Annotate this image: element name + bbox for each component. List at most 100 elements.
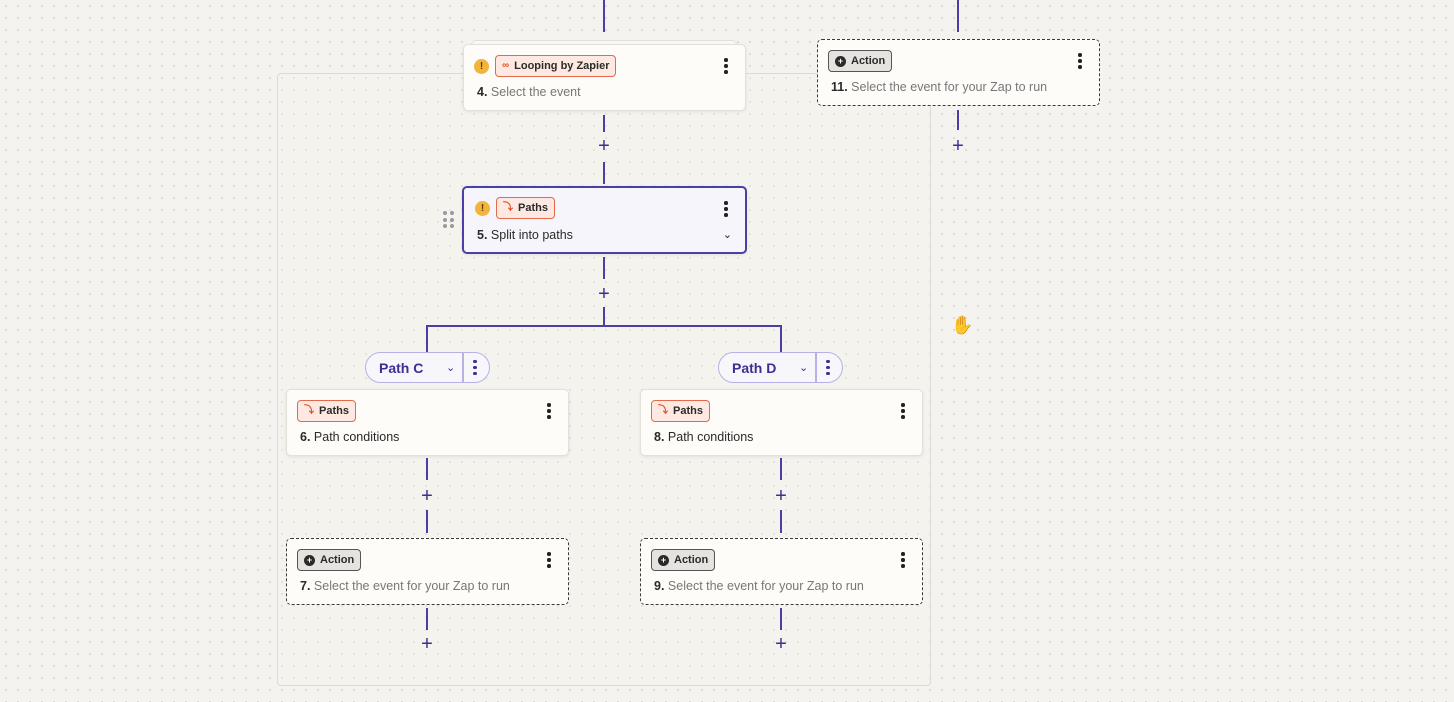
add-step-button[interactable]: + — [948, 136, 968, 156]
badge-label: Action — [320, 554, 355, 566]
warning-icon: ! — [475, 200, 490, 216]
path-label: Path C — [379, 359, 424, 376]
chevron-down-icon[interactable]: ⌄ — [722, 229, 732, 241]
divider — [815, 353, 817, 382]
add-step-button[interactable]: + — [771, 634, 791, 654]
step-text: Select the event for your Zap to run — [667, 579, 864, 593]
connector-line — [603, 307, 605, 327]
connector-line — [426, 510, 428, 533]
plus-icon: + — [775, 485, 787, 507]
paths-icon: ⤵ — [304, 405, 314, 416]
badge-label: Action — [674, 554, 709, 566]
more-options-button[interactable] — [470, 359, 480, 377]
plus-icon: + — [421, 633, 433, 655]
more-options-button[interactable] — [1073, 52, 1087, 70]
more-options-button[interactable] — [719, 200, 733, 218]
step-number: 11. — [831, 80, 848, 94]
connector-line — [426, 325, 428, 352]
more-options-button[interactable] — [896, 551, 910, 569]
step-card-9[interactable]: + Action 9. Select the event for your Za… — [640, 538, 923, 605]
step-card-8[interactable]: ⤵ Paths 8. Path conditions — [640, 389, 923, 456]
add-step-button[interactable]: + — [594, 136, 614, 156]
app-badge-looping: ∞ Looping by Zapier — [495, 55, 617, 77]
step-card-11[interactable]: + Action 11. Select the event for your Z… — [817, 39, 1100, 106]
step-title: 4. Select the event — [477, 85, 581, 99]
step-title: 9. Select the event for your Zap to run — [654, 579, 864, 593]
step-number: 9. — [654, 579, 665, 593]
app-badge-action: + Action — [651, 549, 716, 571]
more-options-button[interactable] — [896, 402, 910, 420]
connector-line — [780, 325, 782, 352]
connector-line — [426, 458, 428, 480]
more-options-button[interactable] — [719, 57, 733, 75]
step-title: 5. Split into paths — [477, 228, 573, 242]
connector-line — [603, 115, 605, 132]
badge-label: Action — [851, 55, 886, 67]
chevron-down-icon[interactable]: ⌄ — [446, 362, 456, 374]
action-icon: + — [835, 55, 846, 67]
plus-icon: + — [775, 633, 787, 655]
step-title: 8. Path conditions — [654, 430, 753, 444]
app-badge-paths: ⤵ Paths — [651, 400, 710, 422]
add-step-button[interactable]: + — [771, 486, 791, 506]
connector-line — [603, 162, 605, 184]
warning-icon: ! — [474, 58, 489, 74]
plus-icon: + — [421, 485, 433, 507]
step-number: 6. — [300, 430, 311, 444]
step-text: Select the event — [490, 85, 581, 99]
action-icon: + — [658, 554, 669, 566]
connector-line — [603, 0, 605, 32]
app-badge-action: + Action — [297, 549, 362, 571]
plus-icon: + — [598, 283, 610, 305]
step-text: Select the event for your Zap to run — [851, 80, 1048, 94]
step-title: 11. Select the event for your Zap to run — [831, 80, 1047, 94]
divider — [462, 353, 464, 382]
step-text: Path conditions — [667, 430, 754, 444]
step-text: Select the event for your Zap to run — [313, 579, 510, 593]
path-label: Path D — [732, 359, 777, 376]
hand-cursor-icon: ✋ — [951, 315, 974, 335]
more-options-button[interactable] — [542, 551, 556, 569]
app-badge-action: + Action — [828, 50, 893, 72]
step-card-6[interactable]: ⤵ Paths 6. Path conditions — [286, 389, 569, 456]
loop-icon: ∞ — [502, 60, 510, 71]
drag-handle-icon[interactable] — [443, 211, 455, 229]
add-step-button[interactable]: + — [594, 284, 614, 304]
connector-line — [957, 110, 959, 130]
step-title: 7. Select the event for your Zap to run — [300, 579, 510, 593]
more-options-button[interactable] — [823, 359, 833, 377]
step-card-4[interactable]: ! ∞ Looping by Zapier 4. Select the even… — [463, 44, 746, 111]
app-badge-paths: ⤵ Paths — [496, 197, 555, 219]
badge-label: Looping by Zapier — [514, 60, 610, 72]
connector-line — [780, 608, 782, 630]
branch-line — [426, 325, 782, 327]
path-d-pill[interactable]: Path D ⌄ — [718, 352, 843, 383]
step-title: 6. Path conditions — [300, 430, 399, 444]
connector-line — [780, 510, 782, 533]
step-number: 8. — [654, 430, 665, 444]
chevron-down-icon[interactable]: ⌄ — [799, 362, 809, 374]
badge-label: Paths — [319, 405, 349, 417]
connector-line — [957, 0, 959, 32]
paths-icon: ⤵ — [658, 405, 668, 416]
step-number: 5. — [477, 228, 488, 242]
step-number: 4. — [477, 85, 488, 99]
more-options-button[interactable] — [542, 402, 556, 420]
paths-icon: ⤵ — [503, 202, 513, 213]
add-step-button[interactable]: + — [417, 486, 437, 506]
step-card-7[interactable]: + Action 7. Select the event for your Za… — [286, 538, 569, 605]
connector-line — [780, 458, 782, 480]
step-card-5[interactable]: ! ⤵ Paths ⌄ 5. Split into paths — [462, 186, 747, 254]
plus-icon: + — [598, 135, 610, 157]
step-text: Path conditions — [313, 430, 400, 444]
connector-line — [426, 608, 428, 630]
path-c-pill[interactable]: Path C ⌄ — [365, 352, 490, 383]
app-badge-paths: ⤵ Paths — [297, 400, 356, 422]
add-step-button[interactable]: + — [417, 634, 437, 654]
step-text: Split into paths — [490, 228, 573, 242]
badge-label: Paths — [673, 405, 703, 417]
plus-icon: + — [952, 135, 964, 157]
action-icon: + — [304, 554, 315, 566]
badge-label: Paths — [518, 202, 548, 214]
connector-line — [603, 257, 605, 279]
